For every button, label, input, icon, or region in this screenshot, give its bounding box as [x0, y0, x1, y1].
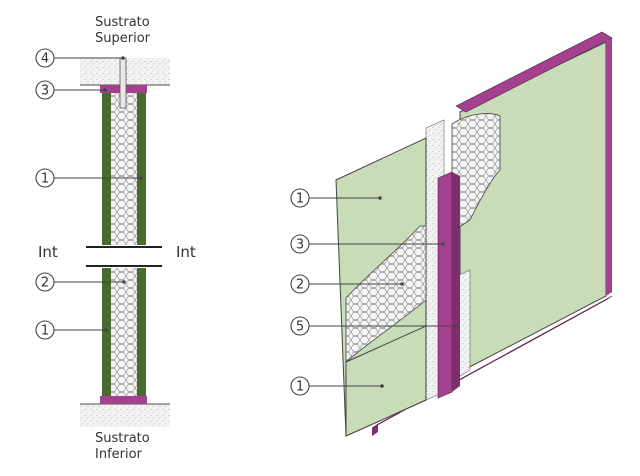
- board-left-lower: [102, 268, 111, 396]
- vertical-stud-side: [452, 172, 460, 392]
- svg-text:1: 1: [296, 192, 304, 207]
- svg-text:1: 1: [41, 172, 49, 187]
- section-callout-3: 3: [35, 80, 107, 100]
- svg-text:3: 3: [41, 84, 49, 99]
- honeycomb-core-upper: [451, 113, 501, 233]
- svg-text:3: 3: [296, 238, 304, 253]
- section-callout-4: 4: [35, 48, 125, 68]
- svg-text:2: 2: [41, 276, 49, 291]
- perspective-callout-1-upper: 1: [290, 188, 382, 208]
- perspective-top-track: [455, 31, 613, 113]
- top-substrate-label-1: Sustrato: [95, 15, 150, 30]
- svg-text:1: 1: [41, 324, 49, 339]
- back-board-edge: [606, 38, 612, 296]
- bottom-substrate-label-1: Sustrato: [95, 431, 150, 446]
- perspective-callout-1-lower: 1: [290, 376, 384, 396]
- svg-text:4: 4: [41, 52, 49, 67]
- top-substrate-label-2: Superior: [95, 31, 151, 46]
- core-upper: [111, 93, 137, 245]
- svg-text:1: 1: [296, 380, 304, 395]
- interior-left-label: Int: [38, 243, 58, 261]
- core-lower: [111, 268, 137, 396]
- section-callout-1-lower: 1: [35, 320, 108, 340]
- board-right-upper: [137, 93, 146, 245]
- svg-text:2: 2: [296, 278, 304, 293]
- bottom-substrate: [80, 405, 170, 427]
- section-view: Sustrato Superior Sustrato Inferior Int …: [35, 15, 196, 462]
- honeycomb-core-lower: [345, 225, 427, 363]
- perspective-view: 1 3 2 5 1: [290, 31, 613, 437]
- svg-text:5: 5: [296, 320, 304, 335]
- fastener-icon: [119, 57, 127, 109]
- section-callout-1-upper: 1: [35, 168, 143, 188]
- board-left-upper: [102, 93, 111, 245]
- vertical-stud: [437, 171, 453, 399]
- board-right-lower: [137, 268, 146, 396]
- perspective-callout-3: 3: [290, 234, 445, 254]
- perspective-bottom-track-front: [372, 424, 378, 436]
- perspective-callout-2: 2: [290, 274, 404, 294]
- section-callout-2: 2: [35, 272, 126, 292]
- interior-right-label: Int: [176, 243, 196, 261]
- back-board: [459, 41, 607, 373]
- bottom-substrate-label-2: Inferior: [95, 447, 143, 462]
- perspective-callout-5: 5: [290, 316, 457, 336]
- bottom-track: [100, 396, 147, 404]
